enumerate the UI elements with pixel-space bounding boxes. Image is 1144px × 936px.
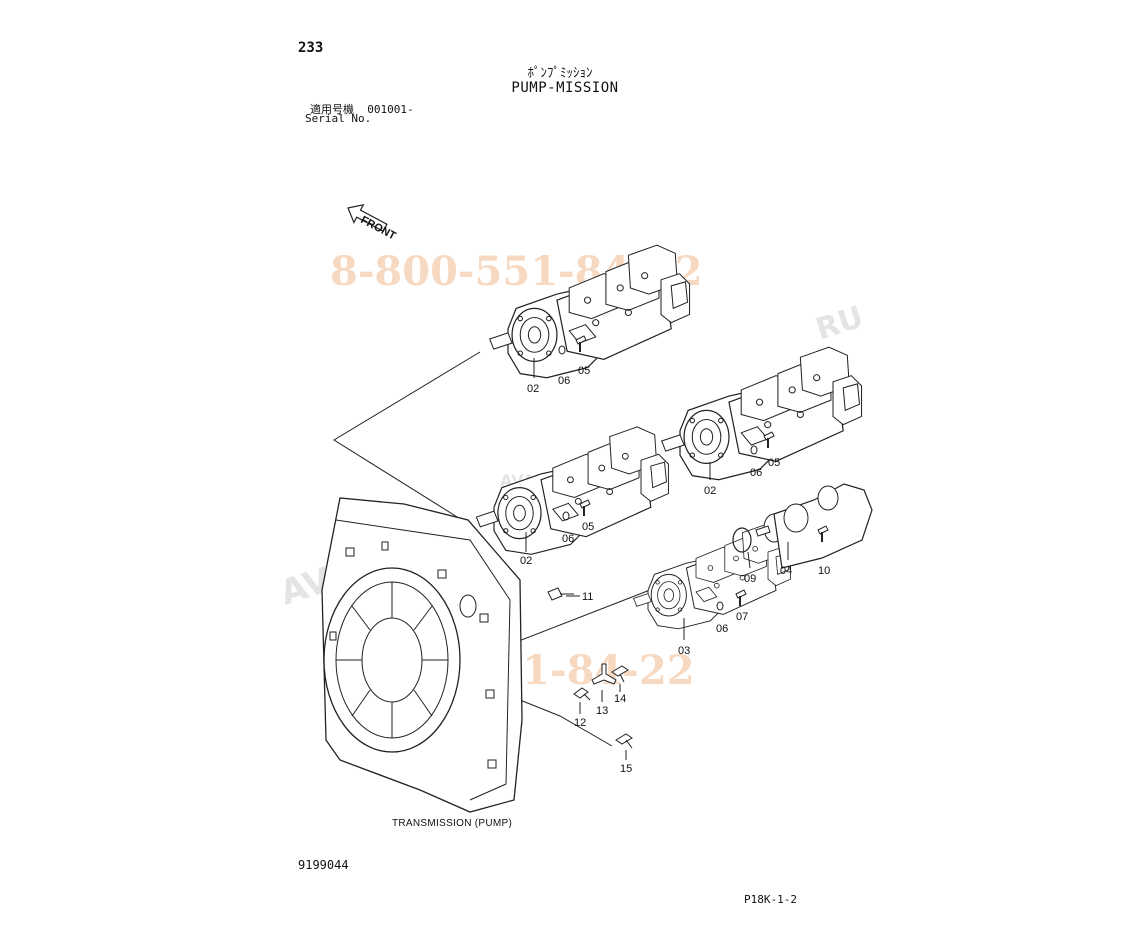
callout-pump-d-bolt: 07 <box>736 611 748 623</box>
callout-pump-b-bolt: 05 <box>582 521 594 533</box>
pump-c <box>661 346 863 481</box>
washer-icon <box>558 345 566 355</box>
fitting-13-icon <box>591 663 617 685</box>
sheet-code: P18K-1-2 <box>744 893 797 906</box>
fitting-14-icon <box>611 665 629 683</box>
fitting-11-icon <box>547 587 574 601</box>
leader-line-15 <box>519 699 613 747</box>
callout-pump-d-washer: 06 <box>716 623 728 635</box>
washer-icon <box>716 601 724 611</box>
transmission-caption: TRANSMISSION (PUMP) <box>392 818 513 829</box>
washer-icon <box>750 445 758 455</box>
serial-line: 適用号機 001001- <box>310 101 414 117</box>
page-number: 233 <box>298 40 324 56</box>
callout-pump-a-bolt: 05 <box>578 365 590 377</box>
callout-gear-pump: 04 <box>780 565 792 577</box>
callout-pump-b-main: 02 <box>520 555 532 567</box>
document-number: 9199044 <box>298 858 349 872</box>
callout-pump-a-washer: 06 <box>558 375 570 387</box>
o-ring-icon <box>732 527 752 553</box>
callout-fitting-15: 15 <box>620 763 632 775</box>
callout-pump-a-main: 02 <box>527 383 539 395</box>
front-arrow-icon <box>347 203 388 233</box>
fitting-15-icon <box>615 733 633 749</box>
washer-icon <box>562 511 570 521</box>
callout-gear-pump-bolt: 10 <box>818 565 830 577</box>
serial-value: 001001- <box>367 103 414 116</box>
callout-fitting-11: 11 <box>582 591 593 603</box>
serial-label-en: Serial No. <box>305 112 372 125</box>
serial-label-jp: 適用号機 <box>310 103 354 116</box>
callout-fitting-13: 13 <box>596 705 608 717</box>
transmission-housing <box>321 497 523 813</box>
fitting-12-icon <box>573 687 591 701</box>
callout-pump-d-main: 03 <box>678 645 690 657</box>
callout-leader <box>747 551 751 569</box>
gear-pump <box>755 483 873 569</box>
callout-pump-c-bolt: 05 <box>768 457 780 469</box>
callout-o-ring: 09 <box>744 573 756 585</box>
callout-pump-b-washer: 06 <box>562 533 574 545</box>
title-japanese: ﾎﾟﾝﾌﾟﾐｯｼｮﾝ <box>527 66 593 81</box>
front-label: FRONT <box>359 214 398 243</box>
leader-line-a <box>333 351 481 521</box>
callout-fitting-14: 14 <box>614 693 626 705</box>
page-title: PUMP-MISSION <box>511 80 619 96</box>
callout-fitting-12: 12 <box>574 717 586 729</box>
callout-pump-c-main: 02 <box>704 485 716 497</box>
watermark-site-right: RU <box>812 300 868 348</box>
callout-pump-c-washer: 06 <box>750 467 762 479</box>
pump-d <box>633 524 791 630</box>
